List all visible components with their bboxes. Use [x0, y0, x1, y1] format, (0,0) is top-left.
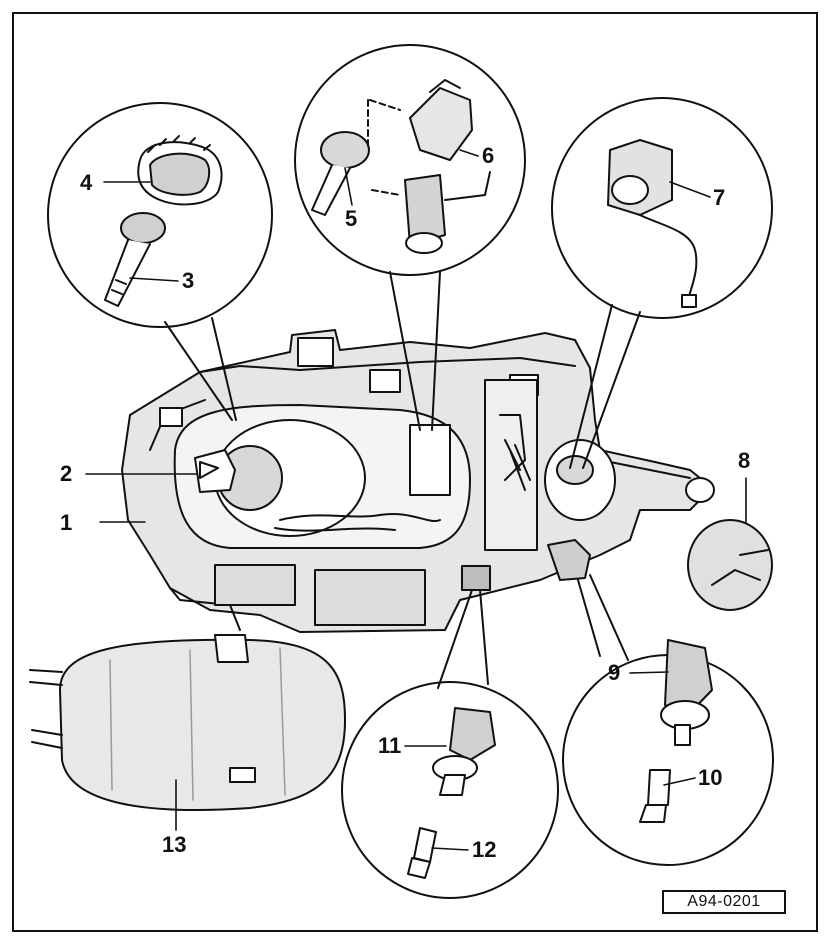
detail-circle-high-beam: [294, 44, 526, 276]
rear-cover: [29, 634, 346, 812]
callout-13: 13: [162, 832, 187, 857]
callout-9: 9: [608, 660, 621, 685]
detail-circle-side-bulb: [341, 681, 559, 899]
detail-circle-main-bulb: [47, 102, 273, 328]
callout-5: 5: [345, 206, 358, 231]
low-beam-reflector: [173, 404, 471, 549]
fog-bulb-holder: [660, 639, 713, 746]
side-bulb: [407, 827, 437, 879]
callout-2: 2: [60, 461, 73, 486]
callout-7: 7: [713, 185, 726, 210]
callout-1: 1: [60, 510, 73, 535]
leader-lines: [85, 149, 747, 851]
lock-ring-part: [137, 135, 223, 206]
fog-bulb: [639, 769, 671, 823]
connector-lines: [164, 271, 641, 689]
callout-8: 8: [738, 448, 751, 473]
callout-11: 11: [378, 733, 402, 758]
callout-6: 6: [482, 143, 495, 168]
detail-circle-indicator: [551, 97, 773, 319]
callout-4: 4: [80, 170, 93, 195]
side-bulb-holder: [432, 707, 496, 796]
callout-3: 3: [182, 268, 195, 293]
housing-cap: [687, 519, 773, 611]
figure-reference-label: A94-0201: [662, 890, 786, 914]
high-beam-socket: [404, 79, 491, 254]
callout-12: 12: [472, 837, 497, 862]
callout-10: 10: [698, 765, 723, 790]
indicator-bulb-holder: [607, 139, 698, 308]
headlight-wiring: [409, 379, 616, 591]
main-halogen-bulb: [104, 212, 166, 307]
high-beam-bulb: [311, 99, 401, 216]
